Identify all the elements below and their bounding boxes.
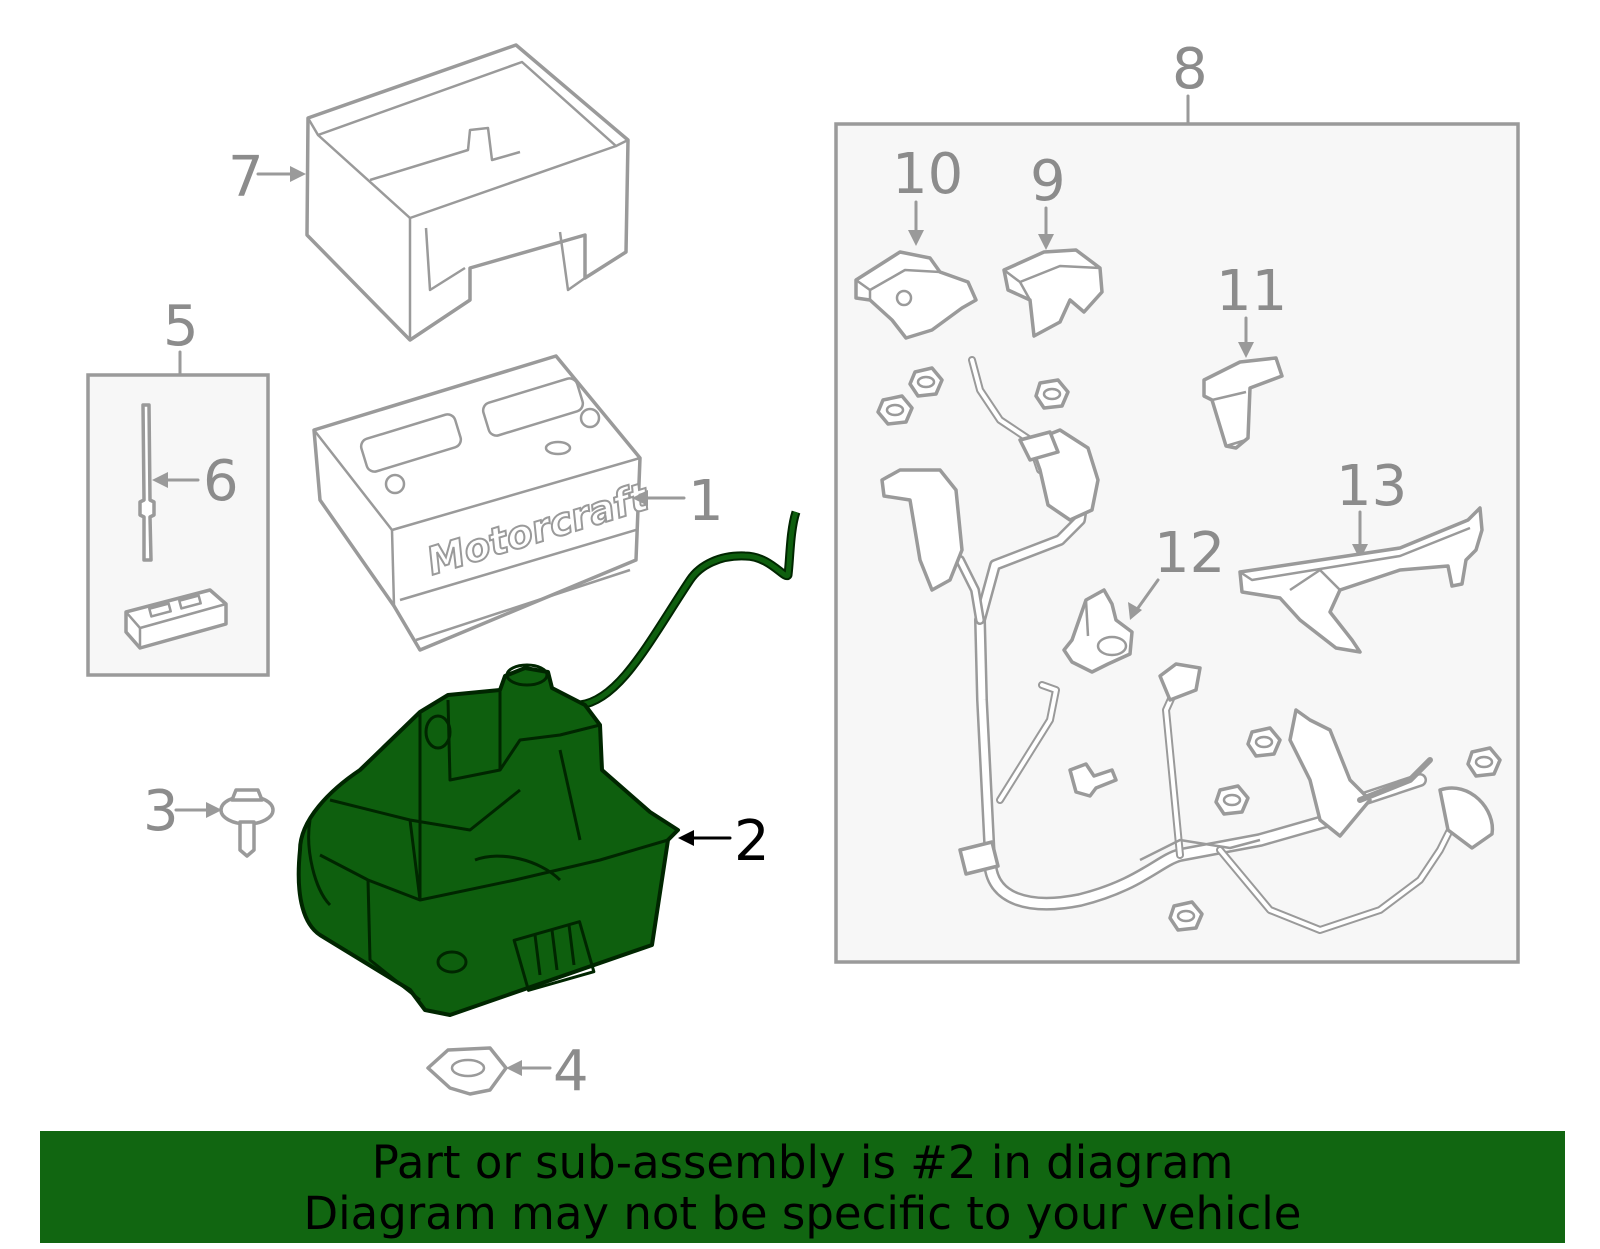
arrowhead-11: [1238, 342, 1254, 358]
arrowhead-3: [206, 802, 222, 818]
arrowhead-12: [1128, 602, 1142, 620]
part-8-wiring-harness[interactable]: [880, 356, 1495, 934]
part-12-sensor[interactable]: [1062, 588, 1134, 674]
callout-9: 9: [1030, 149, 1066, 214]
callout-8: 8: [1172, 37, 1208, 102]
part-13-bracket[interactable]: [1238, 506, 1484, 654]
arrowhead-2: [678, 830, 694, 846]
callout-12: 12: [1154, 521, 1225, 586]
arrowhead-4: [506, 1060, 522, 1076]
arrowhead-6: [152, 472, 168, 488]
callout-10: 10: [892, 142, 963, 207]
arrowhead-7: [290, 166, 306, 182]
callout-11: 11: [1216, 259, 1287, 324]
callout-7: 7: [228, 145, 264, 210]
part-9-bracket[interactable]: [1002, 248, 1104, 338]
callout-1: 1: [688, 469, 724, 534]
banner-line-1: Part or sub-assembly is #2 in diagram: [371, 1136, 1234, 1189]
small-bolt: [1068, 762, 1118, 798]
part-2-battery-tray[interactable]: [296, 510, 801, 1017]
nut-1: [908, 366, 944, 398]
callout-3: 3: [143, 779, 179, 844]
callout-6: 6: [203, 449, 239, 514]
arrowhead-1: [632, 490, 648, 506]
part-11-sensor[interactable]: [1202, 356, 1284, 450]
info-banner: Part or sub-assembly is #2 in diagram Di…: [40, 1131, 1565, 1243]
nut-4: [1246, 726, 1282, 758]
callout-13: 13: [1336, 454, 1407, 519]
arrowhead-13: [1352, 544, 1368, 560]
leader-12: [1136, 578, 1160, 610]
nut-2: [876, 394, 914, 426]
callout-5: 5: [163, 294, 199, 359]
nut-7: [1168, 900, 1204, 932]
part-4-pad[interactable]: [426, 1046, 508, 1096]
part-1-battery[interactable]: Motorcraft: [312, 354, 656, 652]
nut-5: [1214, 784, 1250, 816]
part-3-bolt[interactable]: [219, 788, 275, 858]
part-6-hold-down-rod[interactable]: [138, 403, 156, 562]
part-5-clamp[interactable]: [124, 588, 228, 650]
callout-4: 4: [553, 1039, 589, 1104]
nut-3: [1034, 378, 1070, 410]
banner-line-2: Diagram may not be specific to your vehi…: [303, 1187, 1302, 1240]
arrowhead-10: [908, 230, 924, 246]
callout-2: 2: [734, 809, 770, 874]
part-7-battery-cover[interactable]: [305, 43, 630, 342]
part-10-bracket[interactable]: [854, 250, 978, 340]
nut-6: [1466, 746, 1502, 778]
arrowhead-9: [1038, 234, 1054, 250]
